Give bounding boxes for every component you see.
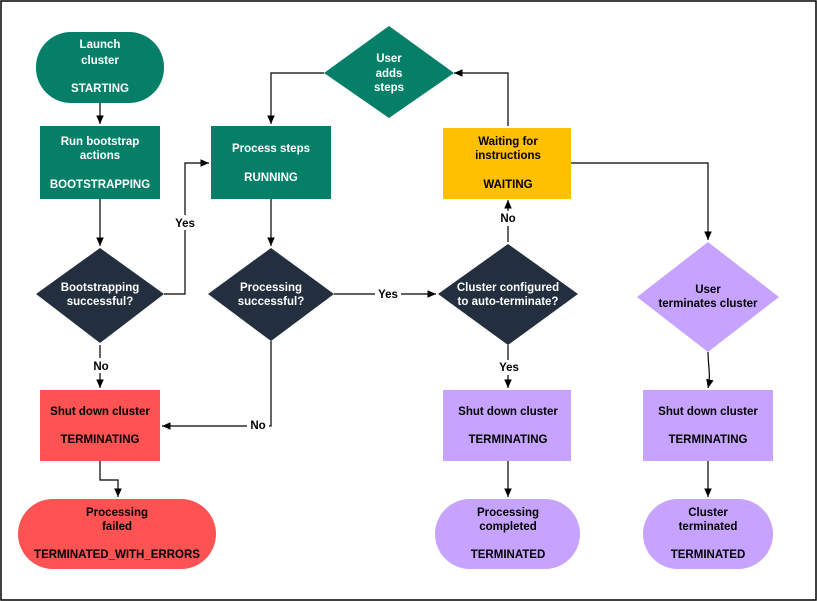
edge-user-adds-to-process bbox=[267, 72, 324, 124]
edge-waiting-to-user-term bbox=[571, 162, 712, 240]
connectors bbox=[96, 69, 714, 497]
edge-process-no-to-shutdown bbox=[162, 341, 272, 430]
edge-waiting-to-user-adds bbox=[454, 69, 509, 126]
edge-shutdown-to-failed bbox=[99, 461, 122, 497]
edge-label-yes-process: Yes bbox=[378, 289, 398, 301]
edge-label-no-process: No bbox=[250, 420, 265, 432]
edge-label-no-auto: No bbox=[500, 213, 515, 225]
edge-label-yes-bootstrap: Yes bbox=[175, 218, 195, 230]
edge-user-term-to-shutdown bbox=[706, 351, 714, 389]
edge-labels: Yes No Yes No No Yes bbox=[90, 211, 522, 433]
edge-label-yes-auto: Yes bbox=[499, 362, 519, 374]
edge-label-no-bootstrap: No bbox=[93, 361, 108, 373]
